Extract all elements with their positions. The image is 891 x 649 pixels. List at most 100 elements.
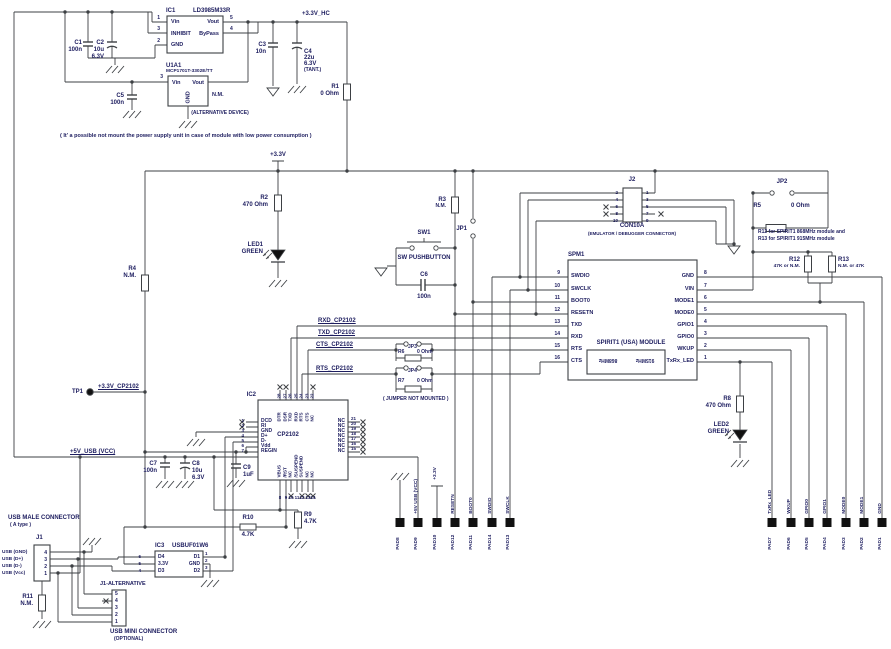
ic1-pin-inhibit: INHIBIT: [171, 30, 191, 37]
padnet-gpio1: GPIO1: [823, 499, 829, 514]
ic2-pin-dcd: DCD: [261, 418, 272, 424]
ic2-nc-6: NC: [337, 443, 345, 449]
j2-num-3: 3: [646, 196, 649, 202]
ic3-pin-3v3: 3.3V: [158, 561, 169, 567]
ic3-num-5: 5: [138, 560, 141, 566]
j1-num-3: 3: [44, 557, 47, 563]
net-txd: TXD_CP2102: [318, 330, 356, 336]
net-rts: RTS_CP2102: [316, 366, 354, 372]
ic2-num-12: 12: [299, 494, 305, 500]
ic2-pin-gnd: GND: [261, 428, 273, 434]
spm1-pin-mode1: MODE1: [674, 297, 694, 304]
r9-val: 4.7K: [304, 519, 317, 525]
ic2-num-8: 8: [278, 494, 282, 500]
r12-ref: R12: [788, 257, 800, 263]
pad9-label: PAD9: [414, 537, 420, 550]
r8-ref: R8: [723, 396, 731, 402]
c3-val: 10n: [255, 49, 266, 55]
j1alt-num-2: 2: [115, 612, 118, 618]
ic2-nc-5: NC: [337, 438, 345, 444]
u1a1-part: MCP1701T-3302E/TT: [166, 69, 213, 75]
r1-ref: R1: [331, 84, 339, 90]
c4-volt: 6.3V: [304, 61, 317, 67]
spm1-num-16: 16: [554, 355, 560, 361]
ic2-num-16: 16: [351, 440, 357, 446]
j2-ref: J2: [628, 177, 636, 183]
net-rxd: RXD_CP2102: [318, 318, 356, 324]
net-3v3-flag: +3.3V: [270, 152, 286, 158]
padnet-gpio0: GPIO0: [805, 499, 811, 514]
padnet-txrxled: TxRx_LED: [768, 489, 774, 514]
usb-mini-title: USB MINI CONNECTOR: [110, 629, 178, 635]
padnet-wkup: WKUP: [787, 499, 793, 514]
psu-note: ( It' a possible not mount the power sup…: [60, 132, 312, 139]
pad13-label: PAD13: [506, 534, 512, 550]
j1-num-4: 4: [44, 550, 47, 556]
ic2-num-17: 17: [351, 435, 357, 441]
ic3-part: USBUF01W6: [172, 543, 209, 549]
ic2-num-13: 13: [305, 494, 311, 500]
usb-mini-opt: (OPTIONAL): [114, 636, 144, 642]
j1-net-gnd: USB (GND): [2, 550, 28, 556]
c4-ref: C4: [304, 49, 312, 55]
ic2-num-2: 2: [241, 422, 244, 428]
pad10-label: PAD10: [433, 534, 439, 550]
c5-val: 100n: [110, 100, 124, 106]
spm1-num-15: 15: [554, 343, 560, 349]
pad12-label: PAD12: [451, 534, 457, 550]
j1alt-num-5: 5: [115, 591, 118, 597]
ic1-pin-bypass: ByPass: [199, 30, 219, 37]
ic2-pin-vbus: VBUS: [276, 464, 282, 477]
ic2-num-1: 1: [241, 417, 244, 423]
c7-ref: C7: [149, 461, 157, 467]
j1-num-1: 1: [44, 571, 47, 577]
j1alt-ref: J1-ALTERNATIVE: [100, 580, 146, 587]
ic2-pin-rts: RTS: [298, 412, 304, 421]
c5-ref: C5: [116, 93, 124, 99]
spm1-num-11: 11: [554, 295, 560, 301]
ic2-pin-dp: D+: [261, 433, 268, 439]
r11-val: N.M.: [20, 601, 33, 607]
c9-val: 1uF: [243, 472, 254, 478]
c7-val: 100n: [143, 468, 157, 474]
ic2-pin-nc-top: NC: [309, 414, 315, 422]
jp4-label: JP4: [408, 368, 417, 374]
c9-ref: C9: [243, 465, 251, 471]
j2-num-6: 6: [615, 203, 618, 209]
r6-val: 0 Ohm: [417, 349, 433, 355]
spm1-mod-915: 915MHz: [635, 357, 655, 363]
usb-male-type: ( A type ): [10, 522, 32, 528]
r8-val: 470 Ohm: [705, 403, 731, 409]
spm1-num-6: 6: [704, 295, 707, 301]
ic3-pin-d2: D2: [193, 568, 200, 574]
j1-net-dm: USB (D-): [2, 564, 22, 570]
j2-num-1: 1: [646, 189, 649, 195]
pad1-label: PAD1: [878, 537, 884, 550]
c1-val: 100n: [68, 47, 82, 53]
pad3-label: PAD3: [842, 537, 848, 550]
u1a1-pin-vin: Vin: [172, 79, 181, 86]
ic3-num-6: 6: [138, 553, 141, 559]
j2-num-4: 4: [615, 196, 618, 202]
spm1-num-14: 14: [554, 331, 560, 337]
r2-ref: R2: [260, 195, 268, 201]
ic2-nc-2: NC: [337, 423, 345, 429]
j1-net-vcc: USB (Vcc): [2, 571, 26, 577]
pad5-label: PAD5: [805, 537, 811, 550]
j1alt-num-3: 3: [115, 605, 118, 611]
pad7-label: PAD7: [768, 537, 774, 550]
padnet-mode1: MODE1: [860, 496, 866, 514]
c6-ref: C6: [420, 272, 428, 278]
c6-val: 100n: [417, 294, 431, 300]
c2-val: 10u: [93, 47, 104, 53]
ic3-num-4: 4: [138, 567, 141, 573]
ic3-num-1: 1: [205, 550, 208, 556]
padnet-gnd: GND: [878, 503, 884, 514]
spm1-pin-txd: TXD: [571, 321, 582, 328]
ic1-pin-vin: Vin: [171, 18, 180, 25]
net-3v3cp: +3.3V_CP2102: [98, 384, 139, 390]
r7-val: 0 Ohm: [417, 378, 433, 384]
ic2-pin-nc-b3: NC: [309, 470, 315, 478]
tp1-ref: TP1: [71, 389, 83, 395]
